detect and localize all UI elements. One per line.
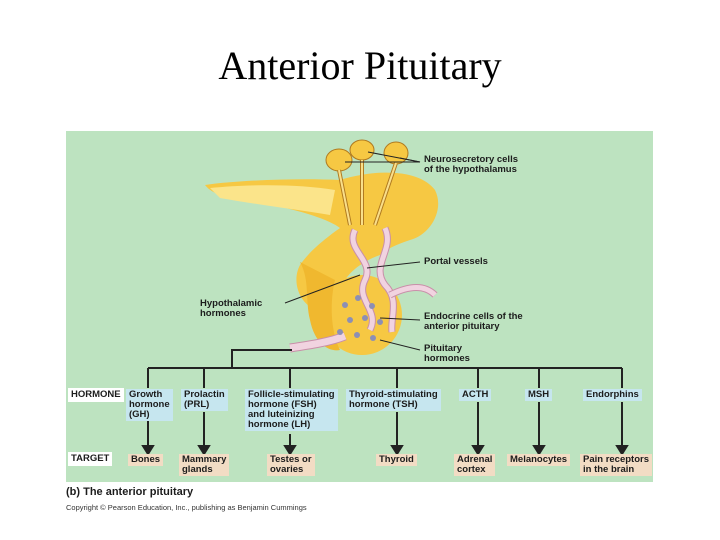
label-hypothalamic-hormones: Hypothalamic hormones bbox=[200, 298, 263, 319]
hormone-fsh-lh: Follicle-stimulating hormone (FSH) and l… bbox=[245, 389, 338, 431]
hormone-msh: MSH bbox=[525, 389, 553, 401]
leader-lines bbox=[284, 151, 421, 351]
label-neurosecretory-cells: Neurosecretory cells of the hypothalamus bbox=[424, 154, 518, 175]
target-thyroid: Thyroid bbox=[376, 454, 417, 466]
row-header-hormone: HORMONE bbox=[68, 388, 124, 402]
figure-caption: (b) The anterior pituitary bbox=[66, 486, 194, 498]
target-testes-ovaries: Testes or ovaries bbox=[267, 454, 315, 476]
target-pain-receptors: Pain receptors in the brain bbox=[580, 454, 652, 476]
label-endocrine-cells: Endocrine cells of the anterior pituitar… bbox=[424, 311, 523, 332]
target-melanocytes: Melanocytes bbox=[507, 454, 571, 466]
target-bones: Bones bbox=[128, 454, 164, 466]
posterior-lobe bbox=[300, 262, 340, 351]
distribution-lines bbox=[147, 349, 623, 388]
row-header-target: TARGET bbox=[68, 452, 113, 466]
target-adrenal-cortex: Adrenal cortex bbox=[454, 454, 496, 476]
endocrine-cells bbox=[337, 295, 383, 341]
label-portal-vessels: Portal vessels bbox=[424, 256, 488, 267]
hormone-tsh: Thyroid-stimulating hormone (TSH) bbox=[346, 389, 441, 411]
page-title: Anterior Pituitary bbox=[218, 43, 502, 88]
target-arrows bbox=[141, 402, 629, 456]
label-pituitary-hormones: Pituitary hormones bbox=[424, 343, 470, 364]
hormone-prl: Prolactin (PRL) bbox=[181, 389, 228, 411]
portal-vessels bbox=[289, 226, 438, 353]
hormone-acth: ACTH bbox=[459, 389, 492, 401]
copyright-notice: Copyright © Pearson Education, Inc., pub… bbox=[66, 503, 307, 512]
target-mammary-glands: Mammary glands bbox=[179, 454, 230, 476]
hormone-gh: Growth hormone (GH) bbox=[126, 389, 173, 421]
hypothalamus-lighter bbox=[210, 185, 335, 215]
hormone-endorphins: Endorphins bbox=[583, 389, 642, 401]
